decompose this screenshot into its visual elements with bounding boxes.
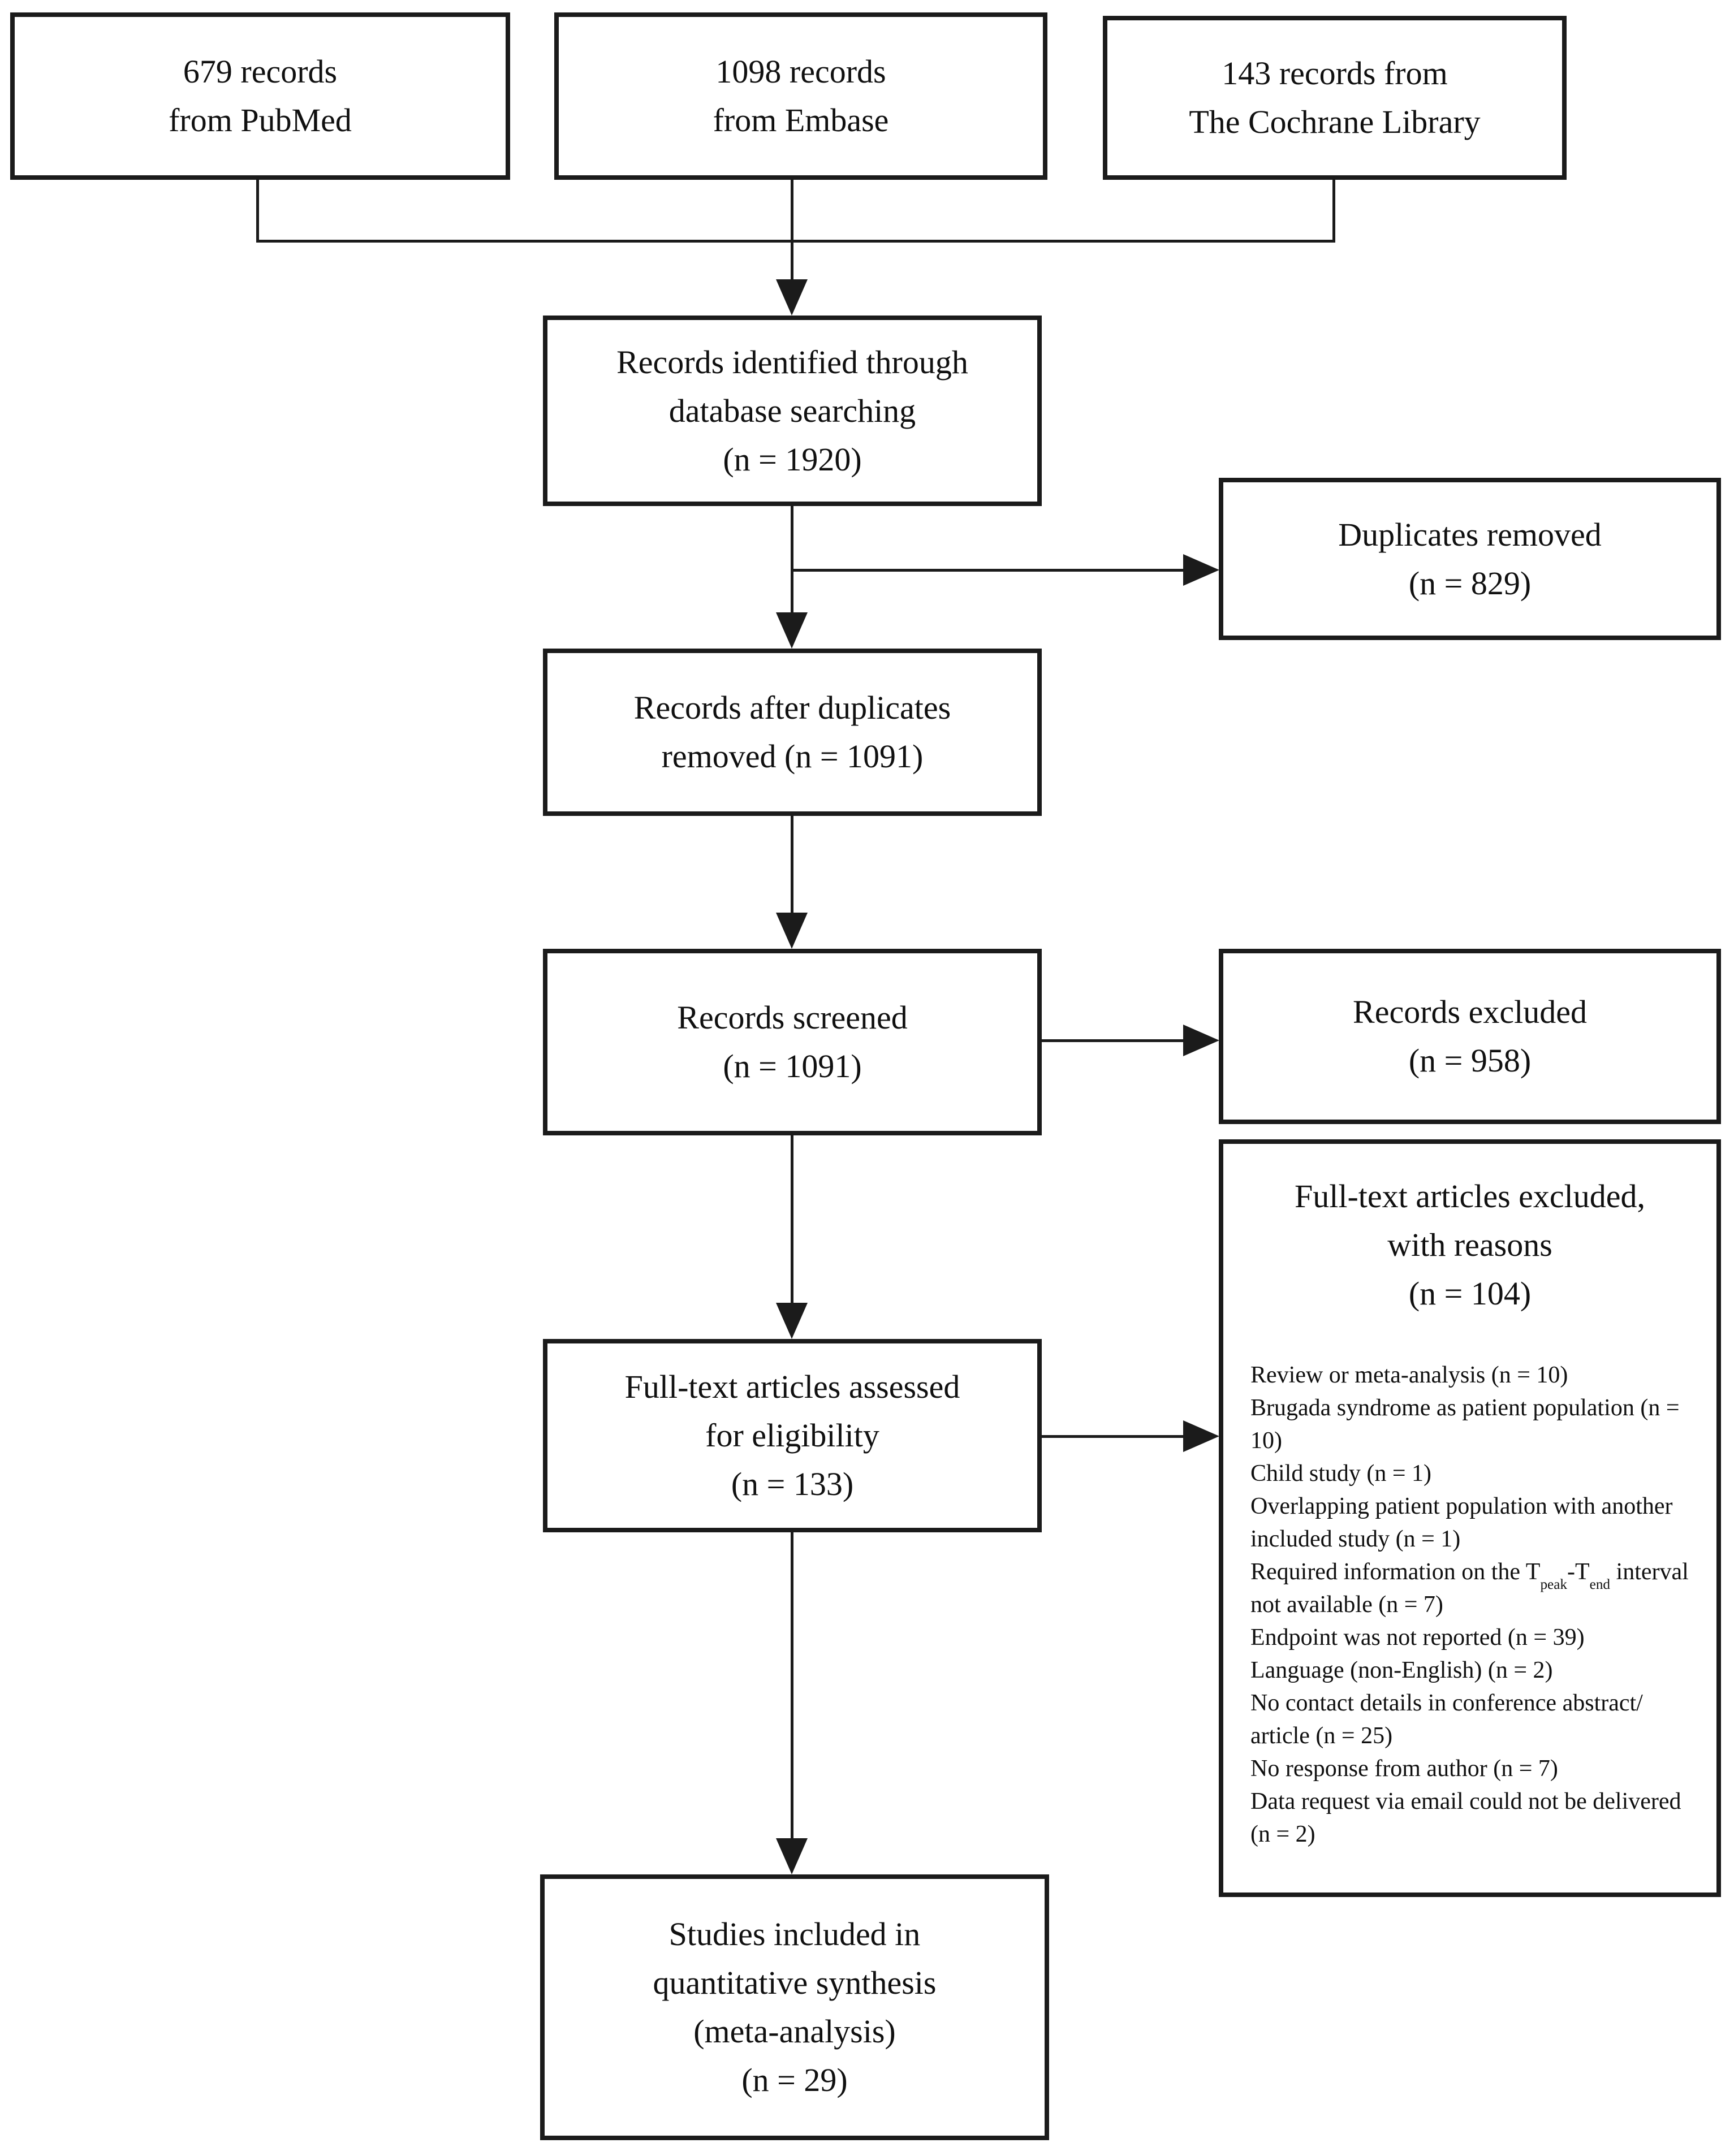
box-records-excluded-text: Records excluded(n = 958) bbox=[1353, 993, 1587, 1079]
reason-item: Child study (n = 1) bbox=[1250, 1461, 1432, 1487]
arrow-down-to-included bbox=[776, 1838, 808, 1874]
box-fulltext-excluded: Full-text articles excluded,with reasons… bbox=[1219, 1139, 1721, 1897]
connector-branch-duplicates-removed bbox=[791, 569, 1184, 572]
box-records-screened: Records screened(n = 1091) bbox=[543, 949, 1042, 1135]
box-records-screened-text: Records screened(n = 1091) bbox=[677, 999, 908, 1085]
connector-branch-records-excluded bbox=[1042, 1039, 1184, 1042]
connector-after-duplicates-to-screened bbox=[791, 816, 793, 915]
connector-pubmed-stub bbox=[256, 179, 259, 242]
connector-identified-to-after-duplicates bbox=[791, 506, 793, 615]
box-duplicates-removed: Duplicates removed(n = 829) bbox=[1219, 478, 1721, 640]
arrow-down-to-identified bbox=[776, 279, 808, 316]
arrow-right-to-records-excluded bbox=[1183, 1025, 1219, 1056]
box-duplicates-removed-text: Duplicates removed(n = 829) bbox=[1338, 516, 1602, 602]
connector-cochrane-stub bbox=[1332, 179, 1335, 242]
fulltext-excluded-title: Full-text articles excluded,with reasons… bbox=[1294, 1178, 1646, 1312]
fulltext-excluded-reasons-list: Review or meta-analysis (n = 10) Brugada … bbox=[1223, 1359, 1716, 1851]
arrow-down-to-after-duplicates bbox=[776, 612, 808, 649]
arrow-right-to-duplicates-removed bbox=[1183, 554, 1219, 586]
reason-item: Language (non-English) (n = 2) bbox=[1250, 1657, 1553, 1683]
reason-item: No contact details in conference abstrac… bbox=[1250, 1690, 1643, 1749]
arrow-down-to-fulltext-assessed bbox=[776, 1303, 808, 1339]
reason-item: Required information on the Tpeak-Tend i… bbox=[1250, 1559, 1689, 1618]
reason-item: Brugada syndrome as patient population (… bbox=[1250, 1395, 1680, 1454]
arrow-right-to-fulltext-excluded bbox=[1183, 1420, 1219, 1452]
reason-item: Data request via email could not be deli… bbox=[1250, 1788, 1681, 1847]
reason-item: Endpoint was not reported (n = 39) bbox=[1250, 1624, 1585, 1651]
connector-fulltext-to-included bbox=[791, 1532, 793, 1840]
connector-embase-stub bbox=[791, 179, 793, 283]
reason-item: No response from author (n = 7) bbox=[1250, 1756, 1558, 1782]
connector-merge-horizontal bbox=[256, 240, 1335, 243]
connector-screened-to-fulltext bbox=[791, 1135, 793, 1305]
reason-item: Review or meta-analysis (n = 10) bbox=[1250, 1362, 1568, 1388]
reason-item: Overlapping patient population with anot… bbox=[1250, 1493, 1673, 1552]
arrow-down-to-screened bbox=[776, 913, 808, 949]
box-records-excluded: Records excluded(n = 958) bbox=[1219, 949, 1721, 1124]
connector-branch-fulltext-excluded bbox=[1042, 1435, 1184, 1438]
